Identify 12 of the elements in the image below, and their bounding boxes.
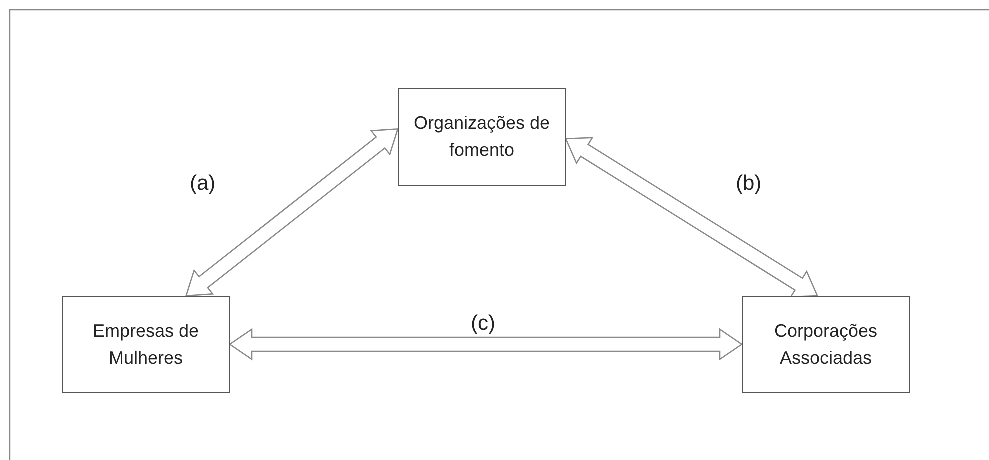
edge-label: (b) — [736, 172, 762, 196]
double-arrow — [228, 328, 744, 361]
edge-label: (c) — [471, 312, 496, 336]
node-label: Corporações Associadas — [773, 320, 879, 370]
entity-box — [742, 296, 910, 393]
double-arrow — [185, 128, 399, 297]
node-label: Empresas de Mulheres — [92, 320, 200, 370]
entity-box — [62, 296, 230, 393]
node-label: Organizações de fomento — [412, 112, 552, 162]
entity-box — [398, 88, 566, 186]
edge-label: (a) — [190, 172, 216, 196]
double-arrow — [565, 137, 819, 298]
